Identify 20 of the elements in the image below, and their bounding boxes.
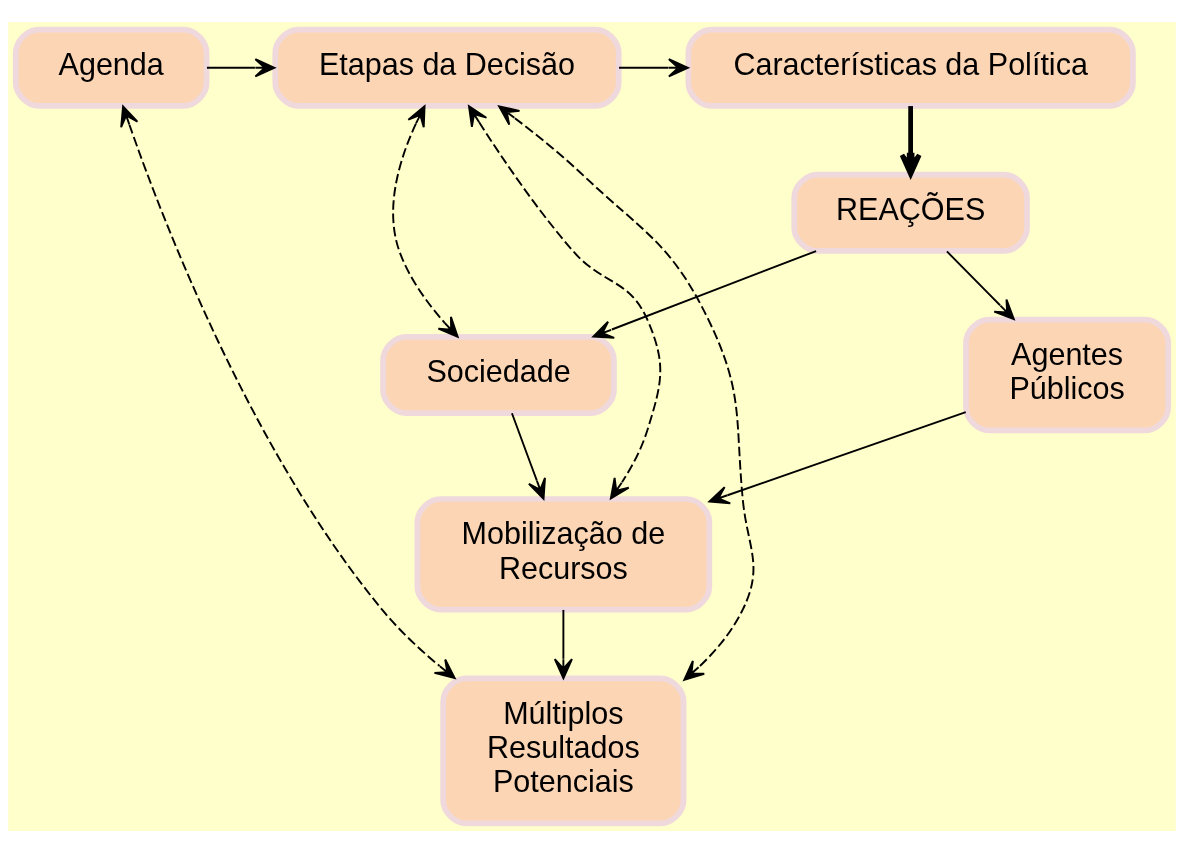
arrow bbox=[553, 608, 573, 680]
node-box: REAÇÕES bbox=[791, 171, 1030, 254]
arrow bbox=[945, 250, 1015, 321]
arrow bbox=[511, 412, 546, 500]
arrow bbox=[592, 250, 818, 339]
node-box: Múltiplos Resultados Potenciais bbox=[440, 675, 687, 827]
node-box: Agentes Públicos bbox=[963, 316, 1172, 434]
node-box: Sociedade bbox=[380, 333, 617, 416]
node-box: Etapas da Decisão bbox=[272, 26, 622, 109]
arrow bbox=[206, 58, 276, 78]
arrow bbox=[392, 105, 459, 338]
arrow bbox=[618, 58, 689, 78]
node-box: Mobilização de Recursos bbox=[414, 496, 713, 613]
arrow bbox=[120, 105, 456, 680]
arrow bbox=[708, 411, 967, 505]
node-box: Características da Política bbox=[685, 26, 1136, 109]
arrow bbox=[498, 105, 755, 681]
arrow bbox=[468, 105, 662, 500]
arrow bbox=[899, 106, 922, 177]
node-box: Agenda bbox=[12, 26, 210, 109]
